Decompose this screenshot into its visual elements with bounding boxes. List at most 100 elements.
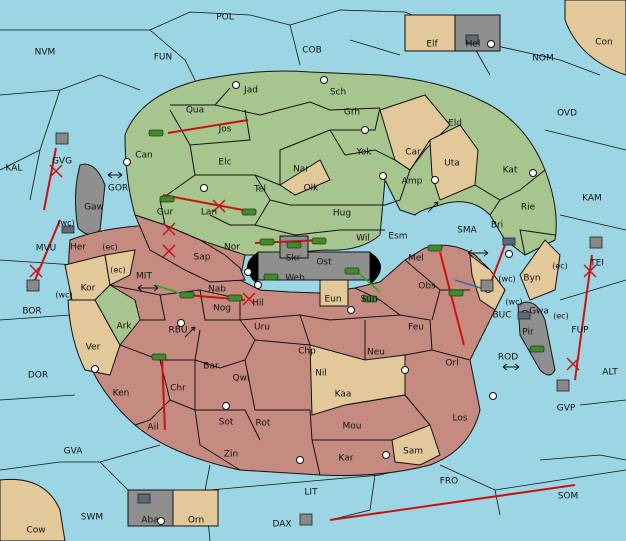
prov-her: Her: [70, 243, 86, 253]
sea-sma: SMA: [457, 226, 477, 236]
land-fup-label: FUP: [571, 326, 589, 336]
army-unit: [148, 129, 545, 361]
land-elf-label: Elf: [426, 40, 438, 50]
prov-hil: Hil: [252, 299, 264, 309]
prov-ken: Ken: [113, 389, 130, 399]
land-cow: [0, 478, 66, 541]
prov-ark: Ark: [116, 322, 132, 332]
land-orn: [172, 489, 219, 527]
prov-mou: Mou: [343, 422, 362, 432]
prov-feu: Feu: [408, 323, 424, 333]
prov-skr: Skr: [286, 254, 301, 264]
prov-nor: Nor: [224, 243, 240, 253]
north-borders: [159, 87, 556, 256]
prov-nar-area: [279, 159, 331, 196]
prov-bar: Bar: [203, 362, 219, 372]
south-labels: Her Sap Web Ost Mel Byn Kor Nab Hil Eun …: [70, 243, 549, 464]
coast-gwa-ec: (ec): [553, 312, 569, 321]
prov-ail: Ail: [147, 423, 158, 433]
prov-hug: Hug: [333, 209, 351, 219]
coast-gwa-wc: (wc): [505, 298, 522, 307]
sea-rbu: RBU: [168, 326, 187, 336]
sea-rod: ROD: [498, 353, 518, 363]
prov-jad: Jad: [243, 86, 258, 96]
sea-mit: MIT: [136, 272, 152, 282]
prov-nar: Nar: [293, 165, 309, 175]
prov-orl: Orl: [445, 359, 458, 369]
prov-bri: Bri: [491, 221, 503, 231]
sea-lit: LIT: [304, 488, 318, 498]
prov-gwa-area: [519, 239, 561, 301]
prov-eun: Eun: [324, 295, 341, 305]
land-labels: Con Cow Elf Hel Aba Orn GVG MVU TEI FUP …: [26, 38, 612, 536]
prov-sap-area: [134, 214, 246, 283]
sea-kal: KAL: [6, 164, 23, 174]
sea-gor: GOR: [108, 184, 128, 194]
land-pir: [517, 301, 556, 376]
prov-ver-area: [67, 299, 121, 376]
prov-kor: Kor: [81, 284, 96, 294]
prov-ver: Ver: [86, 343, 101, 353]
sea-dor: DOR: [28, 371, 48, 381]
sea-gva: GVA: [64, 447, 84, 457]
prov-sun: Sun: [360, 295, 377, 305]
prov-car: Car: [405, 148, 421, 158]
center-cap-right: [370, 252, 381, 285]
coast-mvu-wc: (wc): [57, 219, 74, 228]
prov-amp: Amp: [402, 177, 423, 187]
sea-pol: POL: [216, 13, 234, 23]
prov-elc: Elc: [218, 158, 231, 168]
prov-qwi: Qwi: [233, 374, 250, 384]
prov-sam-area: [391, 424, 441, 466]
south-borders: [109, 259, 471, 476]
adjacency-arrows: [107, 171, 520, 371]
land-elf: [404, 14, 456, 52]
prov-ark-area: [94, 284, 141, 346]
prov-uru: Uru: [254, 323, 270, 333]
prov-sch: Sch: [330, 88, 346, 98]
land-mvu-label: MVU: [36, 244, 57, 254]
land-aba-label: Aba: [141, 516, 158, 526]
coast-kor-wc: (wc): [55, 291, 72, 300]
land-tei-label: TEI: [589, 259, 604, 269]
prov-can: Can: [135, 151, 153, 161]
sea-cob: COB: [302, 46, 322, 56]
prov-chr: Chr: [170, 384, 186, 394]
land-con-label: Con: [595, 38, 613, 48]
supply-centers: [91, 40, 537, 525]
units: [26, 34, 603, 526]
coast-labels: (wc) (ec) (ec) (wc) (wc) (ec) (wc) (ec): [55, 219, 568, 321]
land-cow-label: Cow: [26, 526, 45, 536]
center-cap-left: [247, 252, 258, 285]
prov-kat: Kat: [503, 166, 518, 176]
prov-nab: Nab: [208, 285, 226, 295]
sea-labels: POL COB FUN NVM NOM OVD KAL KAM GOR SMA …: [6, 13, 619, 523]
prov-gur: Gur: [157, 208, 174, 218]
prov-jos: Jos: [218, 125, 232, 135]
prov-rie: Rie: [521, 203, 536, 213]
prov-web: Web: [285, 274, 305, 284]
prov-obs: Obs: [418, 282, 436, 292]
coast-byn-wc: (wc): [498, 275, 515, 284]
prov-gwa: Gwa: [529, 307, 549, 317]
prov-chp: Chp: [298, 347, 316, 357]
prov-zin: Zin: [224, 450, 238, 460]
sea-nom: NOM: [532, 54, 554, 64]
prov-uta: Uta: [444, 159, 460, 169]
sea-kam: KAM: [582, 194, 602, 204]
sea-som: SOM: [558, 492, 579, 502]
fail-markers: [29, 164, 597, 371]
prov-los: Los: [452, 414, 467, 424]
prov-mel: Mel: [408, 254, 424, 264]
sea-fun: FUN: [154, 53, 173, 63]
coast-byn-ec: (ec): [552, 262, 568, 271]
prov-wil: Wil: [356, 234, 370, 244]
prov-sap: Sap: [194, 253, 211, 263]
prov-ost: Ost: [316, 258, 332, 268]
north-labels: Jad Sch Qua Jos Can Grh Eld Elc Nar Yok …: [135, 86, 535, 264]
prov-tel: Tel: [253, 185, 266, 195]
prov-lan: Lan: [201, 208, 217, 218]
sea-ovd: OVD: [557, 109, 577, 119]
sea-bor: BOR: [22, 307, 41, 317]
